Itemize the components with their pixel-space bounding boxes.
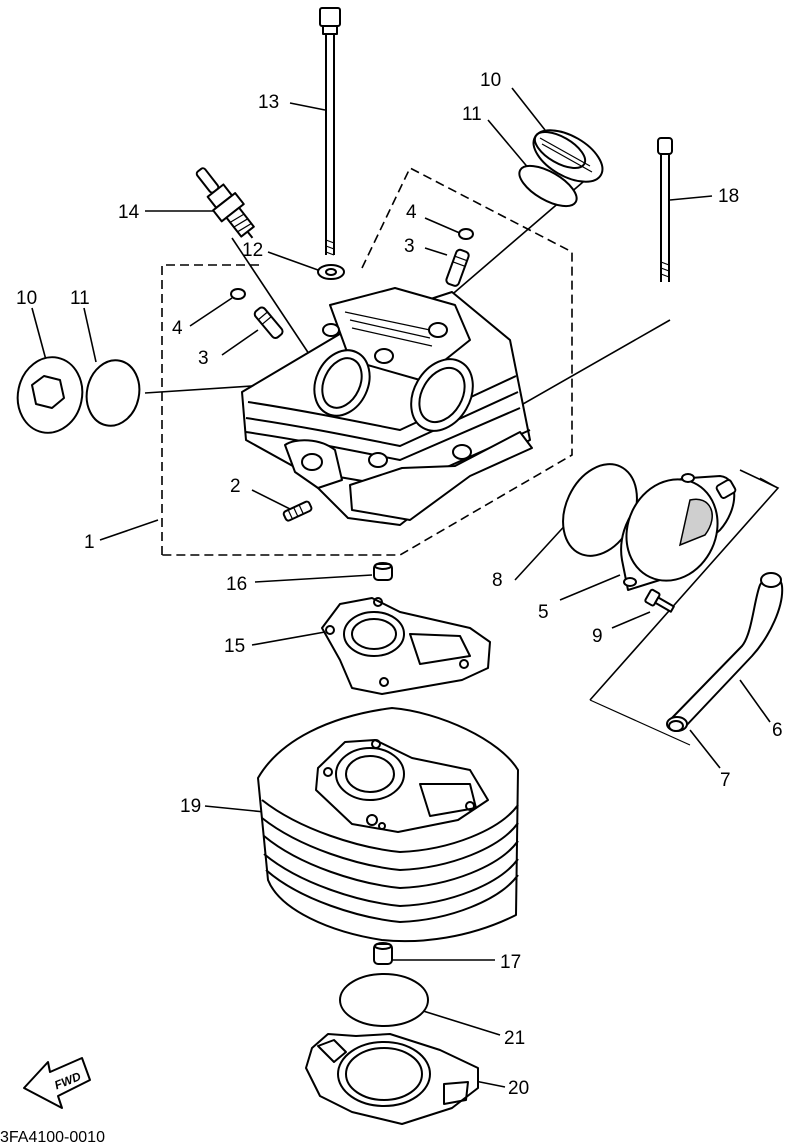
callout-15: 15 bbox=[224, 636, 245, 657]
breather-hose-6 bbox=[666, 572, 784, 732]
spark-plug-14 bbox=[195, 167, 255, 239]
washer-12 bbox=[317, 264, 345, 280]
fwd-arrow-icon: FWD bbox=[23, 1057, 91, 1109]
cap-10-right bbox=[532, 129, 604, 183]
callout-4-left: 4 bbox=[172, 318, 183, 339]
callout-5: 5 bbox=[538, 602, 549, 623]
callout-16: 16 bbox=[226, 574, 247, 595]
stud-bolt-13 bbox=[319, 7, 341, 256]
breather-cover-5 bbox=[620, 473, 737, 591]
cylinder-head bbox=[241, 287, 533, 526]
dowel-pin-16 bbox=[373, 562, 393, 581]
o-ring-21 bbox=[339, 973, 429, 1027]
drawing-code: 3FA4100-0010 bbox=[0, 1129, 105, 1145]
callout-19: 19 bbox=[180, 796, 201, 817]
cap-10-left bbox=[16, 356, 84, 434]
callout-8: 8 bbox=[492, 570, 503, 591]
callout-3-right: 3 bbox=[404, 236, 415, 257]
callout-21: 21 bbox=[504, 1028, 525, 1049]
callout-9: 9 bbox=[592, 626, 603, 647]
callout-1: 1 bbox=[84, 532, 95, 553]
callout-18: 18 bbox=[718, 186, 739, 207]
base-gasket-20 bbox=[305, 1033, 479, 1125]
bolt-18 bbox=[657, 137, 673, 282]
dowel-pin-17 bbox=[373, 942, 393, 965]
callout-3-left: 3 bbox=[198, 348, 209, 369]
callout-10-left: 10 bbox=[16, 288, 37, 309]
cylinder-head-assembly-boundary bbox=[161, 166, 573, 556]
valve-guide-3-left bbox=[253, 306, 284, 340]
callout-6: 6 bbox=[772, 720, 783, 741]
callout-2: 2 bbox=[230, 476, 241, 497]
cylinder-19 bbox=[257, 707, 519, 943]
callout-7: 7 bbox=[720, 770, 731, 791]
head-gasket-15 bbox=[321, 597, 491, 695]
callout-14: 14 bbox=[118, 202, 140, 223]
o-ring-11-left bbox=[85, 359, 141, 427]
hose-clamp-7 bbox=[668, 720, 684, 732]
callout-12: 12 bbox=[242, 240, 263, 261]
callout-10-right: 10 bbox=[480, 70, 501, 91]
valve-guide-3-right bbox=[445, 248, 470, 287]
callout-labels: 1 2 3 4 3 4 5 6 7 8 9 10 11 10 11 12 13 … bbox=[16, 70, 783, 1099]
valve-seal-4-right bbox=[458, 228, 474, 240]
callout-11-right: 11 bbox=[462, 104, 482, 125]
callout-11-left: 11 bbox=[70, 288, 90, 309]
stud-2 bbox=[282, 500, 313, 522]
callout-17: 17 bbox=[500, 952, 521, 973]
breather-assembly-boundary bbox=[589, 469, 780, 746]
callout-20: 20 bbox=[508, 1078, 529, 1099]
o-ring-11-right bbox=[518, 164, 578, 208]
bolt-9 bbox=[644, 588, 675, 613]
valve-seal-4-left bbox=[230, 288, 246, 300]
callout-4-right: 4 bbox=[406, 202, 417, 223]
callout-13: 13 bbox=[258, 92, 279, 113]
